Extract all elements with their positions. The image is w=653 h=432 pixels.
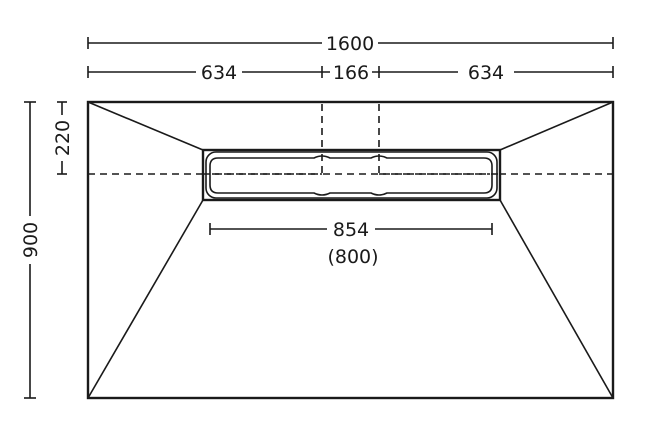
label-drain-length: 854 bbox=[333, 219, 369, 241]
label-right-width: 634 bbox=[468, 62, 504, 84]
label-center-width: 166 bbox=[333, 62, 369, 84]
label-drain-offset: 220 bbox=[52, 120, 74, 156]
tray-outline bbox=[86, 100, 615, 400]
dimension-drain-offset: 220 bbox=[50, 101, 74, 175]
label-total-height: 900 bbox=[20, 222, 42, 258]
dimension-total-height: 900 bbox=[18, 101, 42, 399]
label-drain-grate-length: (800) bbox=[327, 246, 378, 268]
drain-channel bbox=[201, 148, 502, 202]
dimension-drain-length: 854 (800) bbox=[209, 216, 493, 268]
slope-lines bbox=[87, 101, 614, 399]
dimension-total-width: 1600 bbox=[87, 30, 614, 55]
label-left-width: 634 bbox=[201, 62, 237, 84]
dimension-segments: 634 166 634 bbox=[87, 60, 614, 84]
label-total-width: 1600 bbox=[326, 33, 374, 55]
